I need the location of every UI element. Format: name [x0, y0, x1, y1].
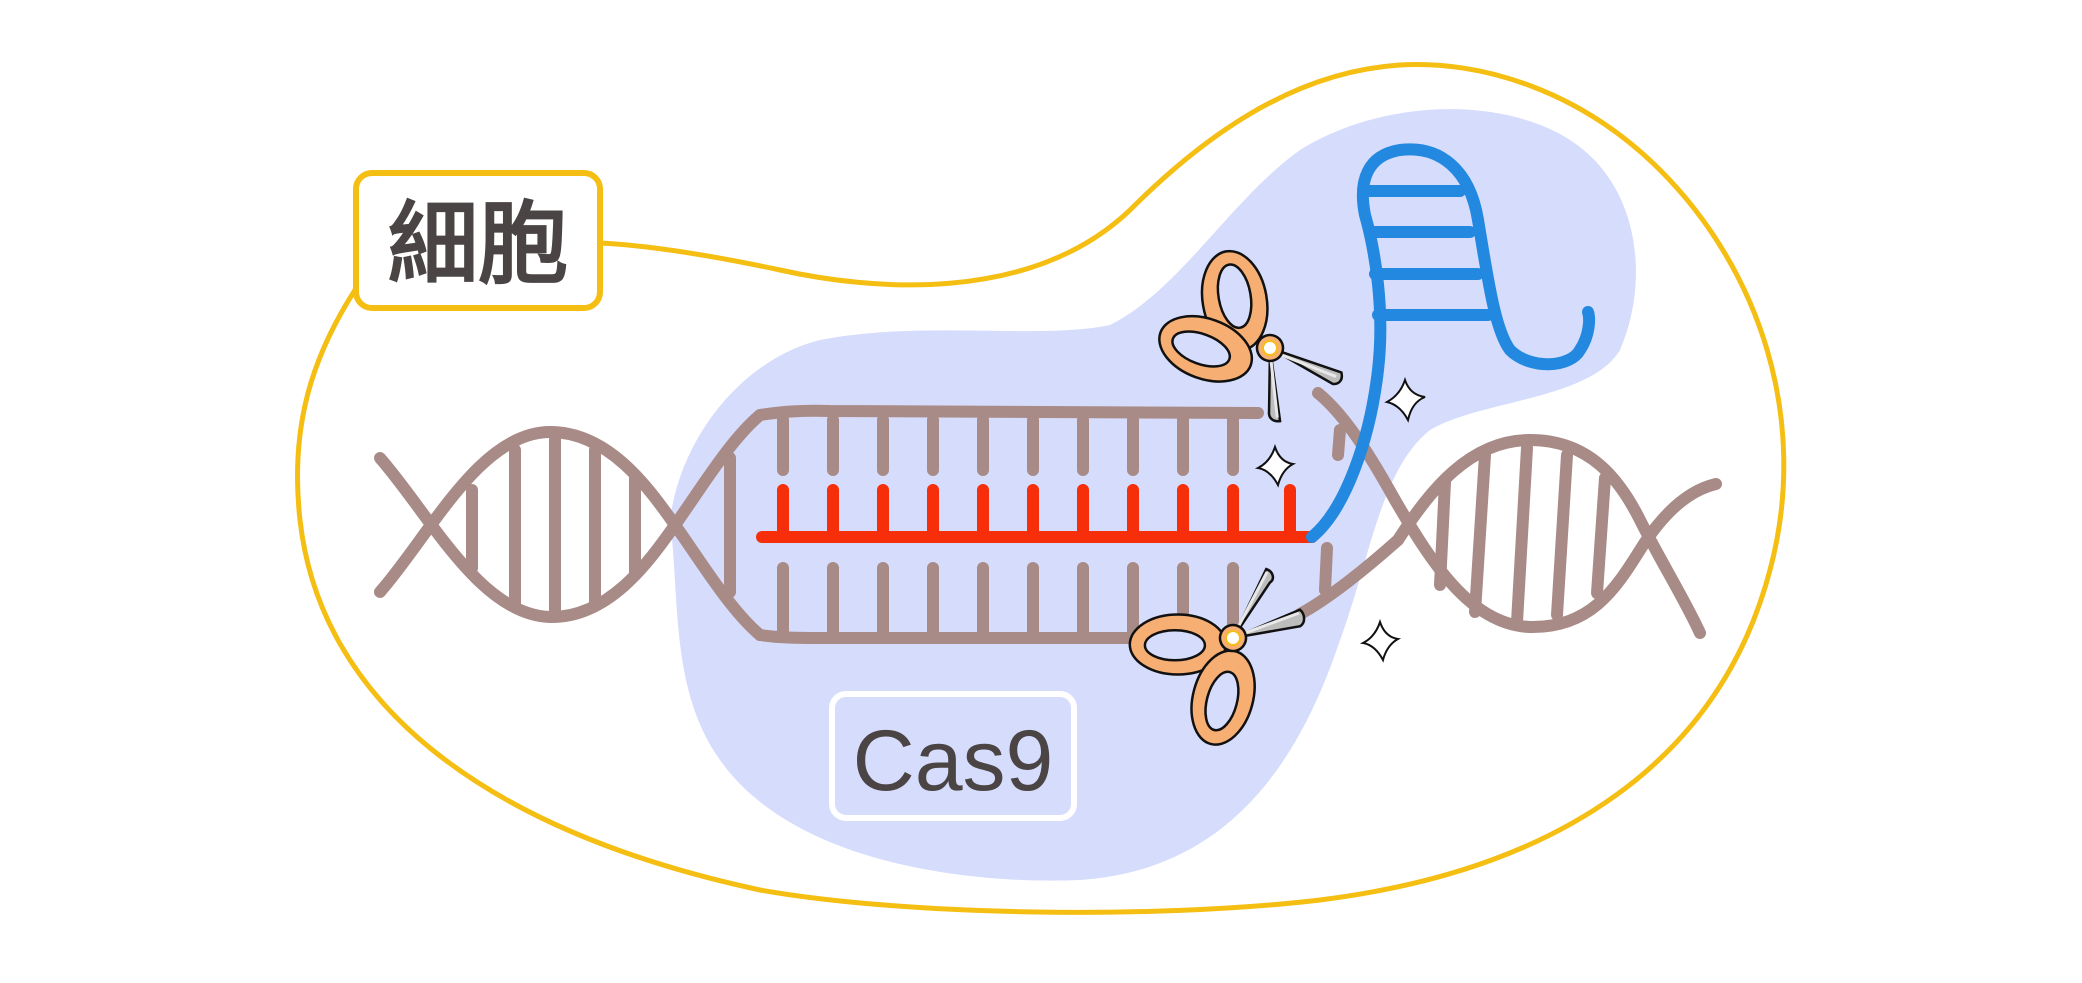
dna-cut-end-bottom: [1294, 534, 1404, 620]
cas9-label: Cas9: [829, 691, 1077, 821]
cas9-protein-blob: [670, 109, 1636, 881]
dna-top-teeth: [777, 414, 1239, 476]
dna-bubble-bottom-strand: [754, 629, 1196, 644]
dna-left-strand-b: [374, 425, 766, 641]
dna-bottom-teeth: [777, 562, 1239, 638]
guide-rna-scaffold: [1306, 143, 1595, 543]
dna-cut-end-top: [1312, 387, 1401, 506]
scissors-upper-icon: [1158, 249, 1344, 423]
dna-cut-end-top-tooth: [1332, 424, 1346, 461]
dna-right-strand-b: [1392, 433, 1706, 639]
cas9-label-box: [829, 691, 1077, 821]
spacer-teeth: [777, 484, 1296, 543]
cell-label-text: 細胞: [388, 192, 568, 297]
dna-left-rungs: [466, 434, 641, 618]
cell-label-box: [353, 170, 603, 311]
dna-cut-end-bottom-tooth: [1319, 542, 1333, 596]
cas9-label-text: Cas9: [853, 713, 1054, 809]
dna-bubble-top-strand: [754, 404, 1264, 421]
scaffold-strand: [1306, 143, 1595, 543]
sparkle-icon: [1384, 376, 1426, 423]
cell-label: 細胞: [353, 170, 603, 311]
dna-left-strand-a: [374, 409, 766, 624]
target-dna: [374, 387, 1722, 644]
scissors-lower-icon: [1128, 567, 1306, 746]
cell-membrane-outline: [295, 61, 1787, 915]
sparkle-icon: [1254, 443, 1297, 488]
dna-right-rungs: [1434, 442, 1611, 628]
scaffold-stem-rungs: [1364, 185, 1494, 321]
sparkle-icons: [1254, 376, 1426, 663]
guide-rna-spacer: [756, 484, 1318, 543]
sparkle-icon: [1359, 618, 1402, 663]
